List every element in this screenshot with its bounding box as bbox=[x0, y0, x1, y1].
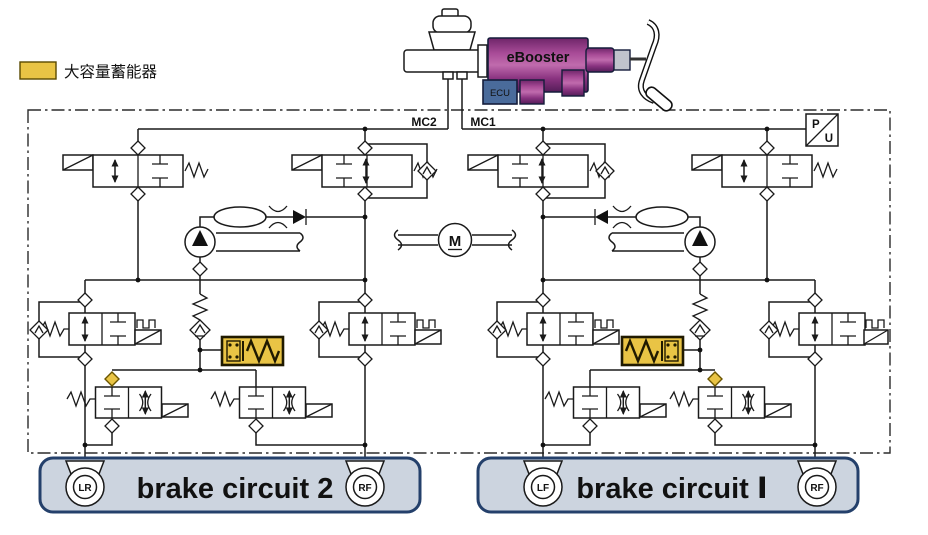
pushrod-housing bbox=[613, 49, 631, 71]
wheel-lr-label: LR bbox=[78, 483, 92, 494]
inlet-valve-lr bbox=[40, 312, 162, 346]
pump-element-icon bbox=[608, 232, 684, 252]
inlet-valve-rf-right bbox=[770, 312, 889, 346]
mc2-label: MC2 bbox=[411, 115, 437, 129]
spring-icon bbox=[624, 337, 660, 365]
ecu-label: ECU bbox=[490, 88, 510, 99]
pedal-pad bbox=[645, 86, 673, 112]
pump-right bbox=[594, 205, 716, 258]
junction-dots bbox=[82, 126, 818, 448]
spring-icon bbox=[40, 320, 69, 338]
check-valve-icon bbox=[293, 210, 306, 224]
damper-chamber-icon bbox=[635, 206, 689, 228]
pump-left bbox=[184, 205, 307, 258]
spring-icon bbox=[544, 390, 573, 408]
accumulator-right bbox=[620, 335, 685, 367]
ebooster-label: eBooster bbox=[507, 50, 570, 66]
wheel-rf2-label: RF bbox=[810, 483, 823, 494]
pwm-signal-icon bbox=[865, 319, 885, 329]
priming-valve-mc2 bbox=[291, 154, 438, 188]
pwm-signal-icon bbox=[594, 319, 614, 329]
legend-accumulator-label: 大容量蓄能器 bbox=[64, 63, 158, 81]
brake-circuit-2-box bbox=[38, 456, 422, 514]
orifice-icon bbox=[612, 205, 632, 229]
ebooster-unit: ECU eBooster bbox=[482, 37, 631, 105]
brake-circuit-1-title: brake circuit Ⅰ bbox=[576, 473, 767, 505]
spring-icon bbox=[245, 337, 281, 365]
inlet-valve-lf bbox=[498, 312, 620, 346]
wheel-lf: LF bbox=[522, 460, 564, 507]
brake-circuit-1-box bbox=[476, 456, 860, 514]
mc1-label: MC1 bbox=[470, 115, 496, 129]
wheel-rf-label: RF bbox=[358, 483, 371, 494]
motor-label: M bbox=[449, 233, 462, 250]
outlet-valve-lf bbox=[544, 386, 667, 419]
master-cylinder bbox=[403, 44, 488, 80]
wheel-rf-left: RF bbox=[344, 460, 386, 507]
pwm-signal-icon bbox=[136, 319, 156, 329]
pump-element-icon bbox=[216, 232, 304, 252]
pressure-sensor-p-label: P bbox=[812, 119, 820, 131]
brake-circuit-2-title: brake circuit 2 bbox=[137, 473, 334, 505]
spring-icon bbox=[770, 320, 799, 338]
outlet-valve-lr bbox=[66, 386, 189, 419]
spring-icon bbox=[184, 161, 209, 179]
reservoir bbox=[428, 8, 476, 51]
relief-suction-left bbox=[191, 293, 209, 321]
spring-icon bbox=[813, 161, 838, 179]
ecu-box bbox=[482, 79, 518, 105]
wheel-lr: LR bbox=[64, 460, 106, 507]
check-valve-icon bbox=[595, 210, 608, 224]
isolation-valve-mc1-right bbox=[691, 154, 838, 188]
pressure-sensor: P U bbox=[805, 113, 839, 147]
accumulator-port-yellow bbox=[707, 371, 723, 387]
spring-icon bbox=[669, 390, 698, 408]
priming-valve-mc1 bbox=[467, 154, 614, 188]
orifice-icon bbox=[268, 205, 288, 229]
accumulator-left bbox=[220, 335, 285, 367]
pressure-sensor-u-label: U bbox=[825, 133, 833, 145]
relief-suction-right bbox=[691, 293, 709, 321]
spring-icon bbox=[320, 320, 349, 338]
spring-icon bbox=[691, 293, 709, 321]
spring-icon bbox=[191, 293, 209, 321]
spring-icon bbox=[498, 320, 527, 338]
legend-accumulator-swatch bbox=[19, 61, 57, 80]
damper-chamber-icon bbox=[213, 206, 267, 228]
wheel-lf-label: LF bbox=[537, 483, 549, 494]
brake-pedal bbox=[630, 19, 673, 112]
inlet-valve-rf-left bbox=[320, 312, 442, 346]
outlet-valve-rf-right bbox=[669, 386, 792, 419]
legend: 大容量蓄能器 bbox=[19, 61, 158, 81]
hcu-boundary bbox=[27, 109, 891, 454]
accumulator-port-yellow bbox=[104, 371, 120, 387]
isolation-valve-mc2-left bbox=[62, 154, 209, 188]
spring-icon bbox=[66, 390, 95, 408]
spring-icon bbox=[210, 390, 239, 408]
motor: M bbox=[393, 222, 517, 258]
outlet-valve-rf-left bbox=[210, 386, 333, 419]
pwm-signal-icon bbox=[416, 319, 436, 329]
wheel-rf-right: RF bbox=[796, 460, 838, 507]
